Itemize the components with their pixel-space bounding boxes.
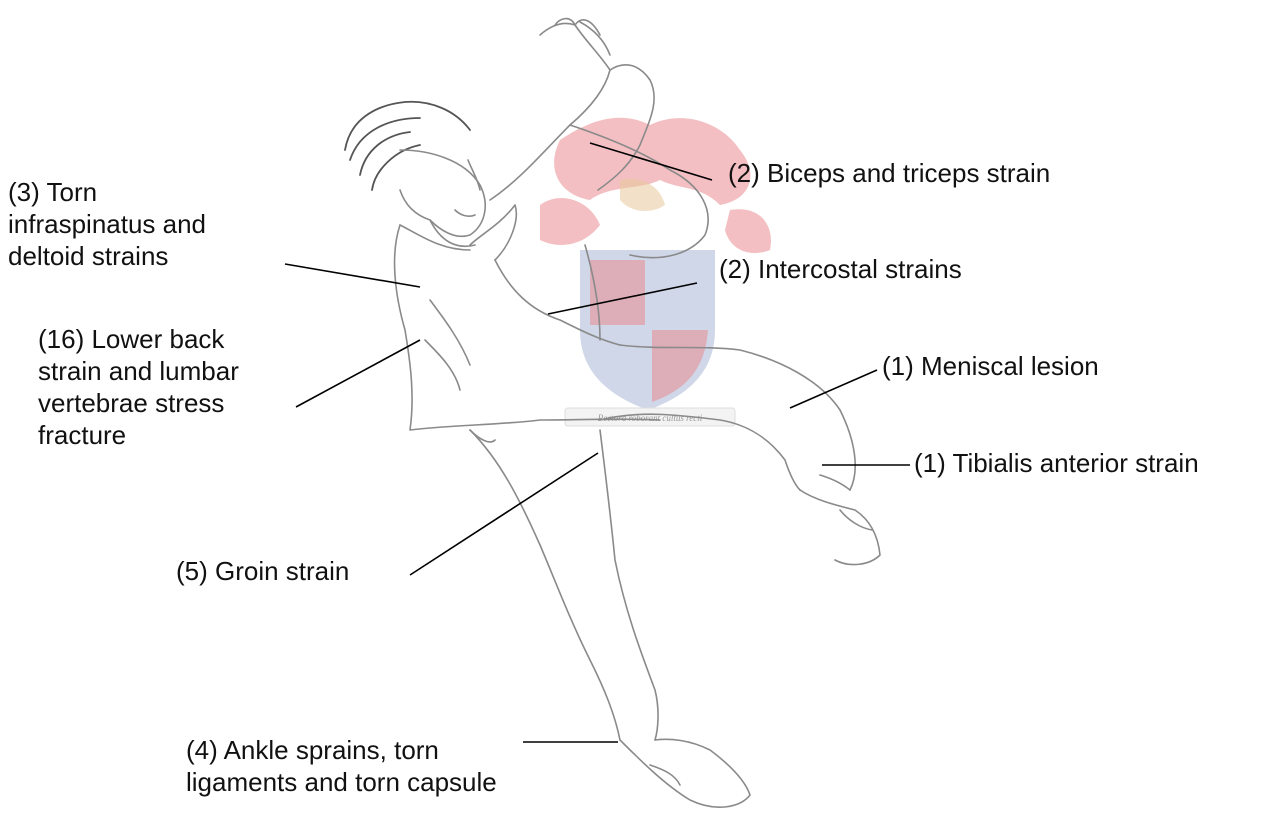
label-line: ligaments and torn capsule <box>186 766 497 798</box>
label-line: infraspinatus and <box>8 208 206 240</box>
label-line: deltoid strains <box>8 240 206 272</box>
label-infraspinatus-deltoid: (3) Torn infraspinatus and deltoid strai… <box>8 176 206 272</box>
label-line: (16) Lower back <box>38 323 239 355</box>
label-line: (4) Ankle sprains, torn <box>186 734 497 766</box>
label-intercostal-strains: (2) Intercostal strains <box>719 253 962 285</box>
leader-line-lowerback <box>296 340 420 407</box>
label-line: strain and lumbar <box>38 355 239 387</box>
label-tibialis-anterior-strain: (1) Tibialis anterior strain <box>914 447 1199 479</box>
label-meniscal-lesion: (1) Meniscal lesion <box>882 350 1099 382</box>
label-line: fracture <box>38 419 239 451</box>
leader-line-groin <box>410 453 598 575</box>
label-groin-strain: (5) Groin strain <box>176 555 349 587</box>
label-biceps-triceps-strain: (2) Biceps and triceps strain <box>728 157 1050 189</box>
label-line: (3) Torn <box>8 176 206 208</box>
label-ankle-sprains: (4) Ankle sprains, torn ligaments and to… <box>186 734 497 798</box>
label-lower-back-lumbar: (16) Lower back strain and lumbar verteb… <box>38 323 239 451</box>
leader-line-infraspinatus <box>285 264 420 287</box>
label-line: vertebrae stress <box>38 387 239 419</box>
